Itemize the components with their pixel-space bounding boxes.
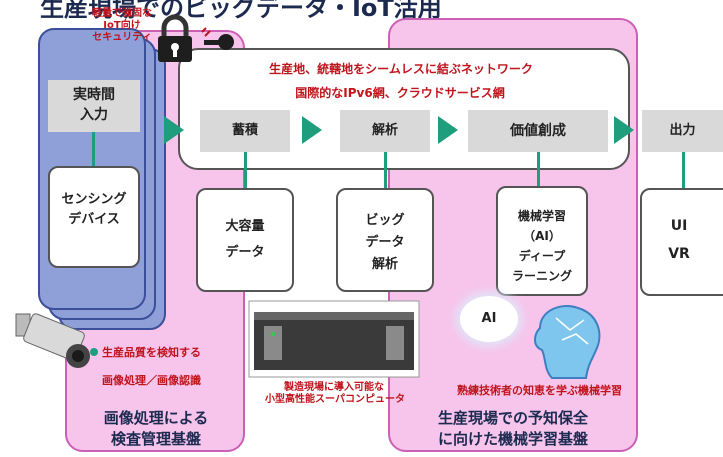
server-note-line2: 小型高性能スーパコンピュータ (265, 394, 405, 405)
stage-storage: 蓄積 (200, 110, 290, 152)
ml-label: 機械学習 （AI） ディープ ラーニング (511, 209, 572, 283)
flow-arrow-2 (302, 116, 322, 144)
bigdata-label: ビッグ データ 解析 (365, 213, 405, 272)
right-platform-title: 生産現場での予知保全 に向けた機械学習基盤 (437, 409, 588, 448)
output-connector (682, 152, 685, 190)
page-title: 生産現場でのビッグデータ・IoT活用 (40, 0, 442, 22)
sensing-device-label: センシング デバイス (61, 192, 127, 227)
ui-label: UI (670, 218, 688, 234)
ui-vr-box (640, 188, 723, 296)
storage-box (196, 188, 294, 292)
flow-arrow-1 (164, 116, 184, 144)
stage-value-creation: 価値創成 (468, 110, 608, 152)
ai-bubble-icon: AI (460, 296, 518, 342)
input-connector (92, 132, 95, 168)
bigdata-box (336, 188, 434, 292)
network-caption-line2: 国際的なIPv6網、クラウドサービス網 (295, 86, 505, 100)
camera-note-line1: 生産品質を検知する (102, 346, 201, 359)
server-note-line1: 製造現場に導入可能な (284, 382, 384, 393)
camera-icon (12, 312, 96, 374)
server-icon (248, 300, 420, 378)
flow-arrow-3 (438, 116, 458, 144)
security-caption: 軽量で強固な IoT向け セキュリティ (92, 8, 152, 43)
key-icon (196, 24, 240, 54)
realtime-input-box: 実時間 入力 (48, 80, 140, 132)
flow-arrow-4 (614, 116, 634, 144)
stage-output: 出力 (642, 110, 723, 152)
vr-label: VR (668, 246, 690, 262)
ml-box (496, 186, 588, 296)
network-caption-line1: 生産地、統轄地をシームレスに結ぶネットワーク (269, 62, 533, 76)
value-connector (537, 152, 540, 188)
expert-note: 熟練技術者の知恵を学ぶ機械学習 (457, 384, 622, 397)
stage-analysis: 解析 (340, 110, 430, 152)
left-platform-title: 画像処理による 検査管理基盤 (103, 409, 209, 448)
analysis-connector (384, 152, 387, 190)
camera-note-line2: 画像処理／画像認識 (102, 374, 201, 387)
title-strip: 生産現場でのビッグデータ・IoT活用 (0, 0, 723, 22)
storage-label: 大容量 データ (225, 219, 265, 260)
ai-head-icon (522, 300, 608, 380)
camera-note-bullet (90, 348, 98, 356)
sensing-device-box (48, 166, 140, 268)
storage-connector (244, 152, 247, 190)
padlock-icon (152, 14, 198, 64)
